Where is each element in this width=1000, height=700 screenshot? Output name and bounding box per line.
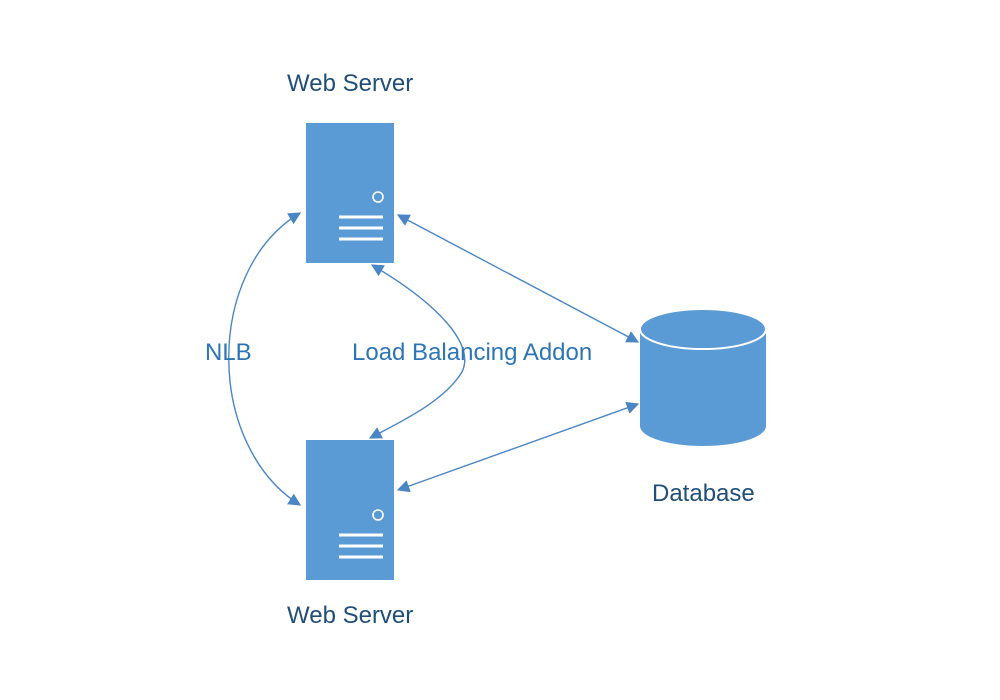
database-top-rim: [639, 308, 767, 350]
web-server-top: [306, 123, 394, 263]
top-server-database-connector: [396, 214, 640, 343]
bottom-server-database-connector: [396, 401, 640, 493]
web-server-bottom-label: Web Server: [287, 602, 414, 629]
database-label: Database: [652, 480, 755, 507]
load-balancing-label: Load Balancing Addon: [352, 339, 593, 366]
nlb-label: NLB: [205, 339, 252, 366]
server-power-indicator: [372, 191, 384, 203]
database: [639, 308, 767, 446]
server-power-indicator: [372, 509, 384, 521]
web-server-top-label: Web Server: [287, 70, 414, 97]
web-server-bottom: [306, 440, 394, 580]
nlb-connector: [228, 212, 302, 506]
